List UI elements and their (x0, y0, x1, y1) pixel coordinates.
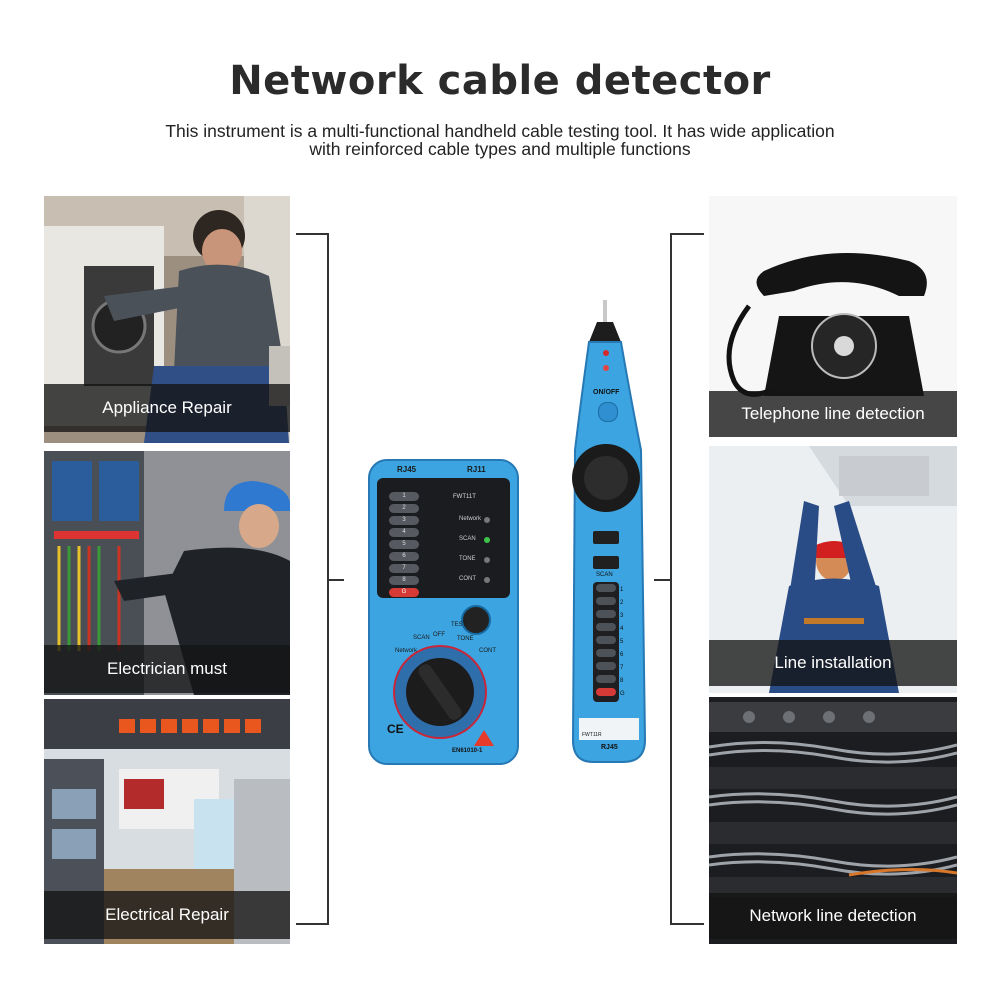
probe-body (571, 300, 647, 763)
receiver-led-6: 6 (389, 552, 419, 561)
receiver-dial-tone: TONE (457, 636, 474, 642)
subtitle-line-2: with reinforced cable types and multiple… (309, 139, 691, 159)
probe-led-label-2: 2 (620, 600, 624, 606)
receiver-led-8: 8 (389, 576, 419, 585)
photo-line-installation: Line installation (709, 446, 957, 693)
probe-led-7 (596, 662, 616, 670)
receiver-model-label: FWT11T (453, 494, 476, 500)
receiver-indicator-cont (484, 577, 490, 583)
probe-led-g (596, 688, 616, 696)
probe-led-label-1: 1 (620, 587, 624, 593)
photo-telephone: Telephone line detection (709, 196, 957, 437)
receiver-indicator-scan (484, 537, 490, 543)
probe-led-labels: 1 2 3 4 5 6 7 8 G (620, 584, 625, 701)
receiver-led-5: 5 (389, 540, 419, 549)
probe-scan-label: SCAN (596, 572, 613, 578)
receiver-led-4: 4 (389, 528, 419, 537)
receiver-mode-cont: CONT (459, 576, 476, 582)
right-bracket (654, 233, 704, 925)
probe-port-label: RJ45 (601, 744, 618, 751)
receiver-dial-scan: SCAN (413, 635, 430, 641)
photo-electrical-repair: Electrical Repair (44, 699, 290, 944)
receiver-dial-network: Network (395, 648, 418, 654)
receiver-standard-label: EN61010-1 (452, 748, 483, 754)
probe-led-5 (596, 636, 616, 644)
receiver-ce-mark: CE (387, 722, 404, 736)
caption-line-installation: Line installation (709, 640, 957, 686)
caption-electrical-repair: Electrical Repair (44, 891, 290, 939)
caption-appliance-repair: Appliance Repair (44, 384, 290, 432)
receiver-led-7: 7 (389, 564, 419, 573)
probe-volume-knob[interactable] (572, 444, 640, 512)
probe-led-4 (596, 623, 616, 631)
receiver-port-rj45: RJ45 (397, 465, 417, 474)
page-subtitle: This instrument is a multi-functional ha… (0, 122, 1000, 158)
probe-led-label-3: 3 (620, 613, 624, 619)
network-line-illustration (709, 697, 957, 944)
photo-network-line: Network line detection (709, 697, 957, 944)
receiver-led-3: 3 (389, 516, 419, 525)
receiver-mode-dial[interactable] (406, 658, 474, 726)
receiver-test-label: TEST (451, 622, 467, 628)
probe-led-label-7: 7 (620, 665, 624, 671)
probe-sensitivity-button-down[interactable] (593, 556, 619, 569)
receiver-led-1: 1 (389, 492, 419, 501)
left-bracket (296, 233, 344, 925)
receiver-mode-scan: SCAN (459, 536, 476, 542)
receiver-led-column: 1 2 3 4 5 6 7 8 G (389, 492, 419, 597)
probe-led-6 (596, 649, 616, 657)
probe-onoff-label: ON/OFF (593, 389, 620, 396)
caption-network-line: Network line detection (709, 893, 957, 939)
probe-model-label: FWT11R (582, 732, 602, 738)
receiver-indicator-tone (484, 557, 490, 563)
receiver-mode-network: Network (459, 516, 482, 522)
probe-sensitivity-button-up[interactable] (593, 531, 619, 544)
receiver-indicator-network (484, 517, 490, 523)
probe-power-button[interactable] (598, 402, 618, 422)
probe-led-1 (596, 584, 616, 592)
receiver-port-rj11: RJ11 (467, 465, 486, 474)
probe-led-8 (596, 675, 616, 683)
probe-led-2 (596, 597, 616, 605)
receiver-dial-off: OFF (433, 632, 445, 638)
probe-led-label-5: 5 (620, 639, 624, 645)
receiver-device: RJ45 RJ11 1 2 3 4 5 6 7 8 G FWT11T Netwo… (367, 458, 520, 766)
caption-electrician: Electrician must (44, 645, 290, 693)
probe-device: ON/OFF SCAN 1 2 3 4 5 6 7 8 G FWT11R RJ4… (563, 300, 655, 766)
photo-appliance-repair: Appliance Repair (44, 196, 290, 443)
probe-led-label-8: 8 (620, 678, 624, 684)
receiver-led-g: G (389, 588, 419, 597)
receiver-led-2: 2 (389, 504, 419, 513)
caption-telephone: Telephone line detection (709, 391, 957, 437)
probe-led-column (596, 584, 616, 696)
probe-led-label-g: G (620, 691, 625, 697)
receiver-mode-tone: TONE (459, 556, 476, 562)
page-title: Network cable detector (229, 58, 771, 104)
probe-led-label-6: 6 (620, 652, 624, 658)
probe-led-3 (596, 610, 616, 618)
photo-electrician: Electrician must (44, 451, 290, 695)
receiver-dial-cont: CONT (479, 648, 496, 654)
receiver-test-button[interactable] (463, 606, 489, 632)
probe-led-label-4: 4 (620, 626, 624, 632)
subtitle-line-1: This instrument is a multi-functional ha… (165, 121, 835, 141)
